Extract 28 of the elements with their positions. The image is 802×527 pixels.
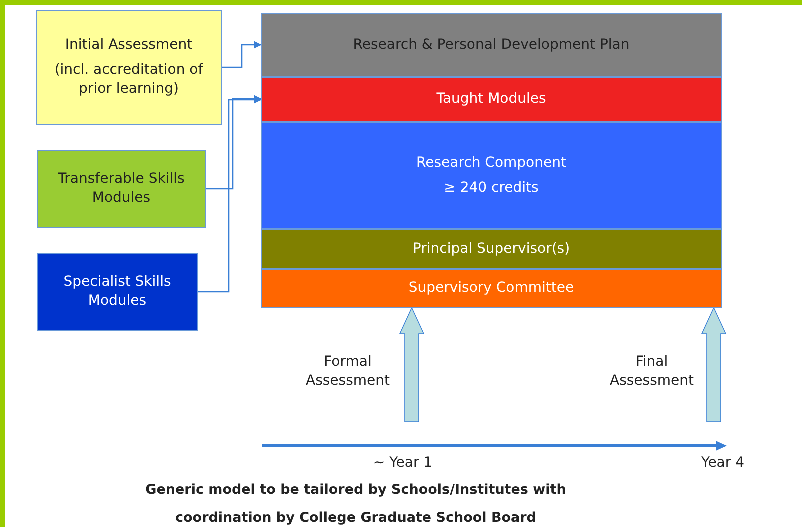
timeline-label: Year 4 bbox=[700, 455, 746, 471]
node-title: Taught Modules bbox=[436, 90, 546, 109]
edge-label: Formal Assessment bbox=[305, 353, 391, 391]
programme-band bbox=[261, 269, 722, 308]
connector-arrow bbox=[198, 96, 262, 293]
connector-arrow bbox=[206, 95, 262, 190]
connector-arrow bbox=[222, 41, 262, 68]
module-box bbox=[37, 150, 206, 228]
node-title: Research & Personal Development Plan bbox=[353, 36, 630, 54]
block-arrow bbox=[701, 307, 727, 422]
block-arrow bbox=[399, 307, 425, 422]
caption: Generic model to be tailored by Schools/Institutes with coordination by College Graduate School Board bbox=[144, 481, 568, 527]
programme-band bbox=[261, 77, 722, 122]
node-subtext: ≥ 240 credits bbox=[444, 178, 539, 198]
node-title: Research Component bbox=[416, 154, 566, 172]
node-title: Transferable Skills Modules bbox=[57, 170, 186, 208]
module-box bbox=[36, 10, 222, 125]
node-title: Principal Supervisor(s) bbox=[412, 240, 570, 258]
programme-band bbox=[261, 122, 722, 229]
module-box bbox=[37, 253, 198, 331]
programme-band bbox=[261, 13, 722, 77]
node-title: Supervisory Committee bbox=[408, 279, 574, 298]
edge-label: Final Assessment bbox=[609, 353, 695, 391]
timeline-label: ~ Year 1 bbox=[372, 455, 434, 471]
node-title: Initial Assessment bbox=[65, 36, 193, 55]
programme-band bbox=[261, 229, 722, 269]
node-subtext: (incl. accreditation of prior learning) bbox=[54, 61, 204, 99]
node-title: Specialist Skills Modules bbox=[62, 273, 172, 311]
